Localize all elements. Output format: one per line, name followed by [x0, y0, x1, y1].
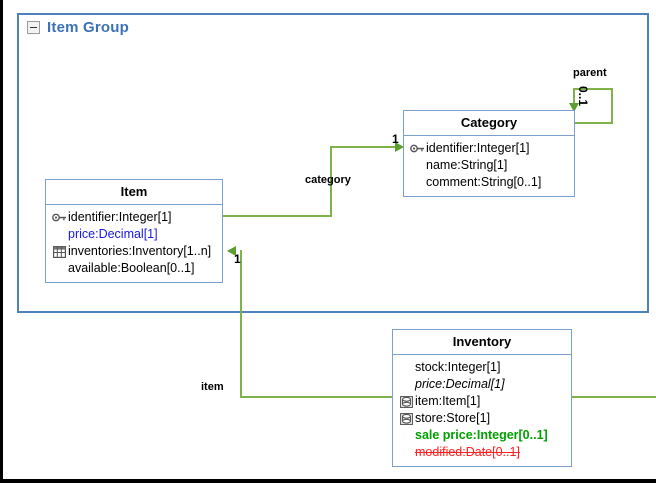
parent-edge-seg-top: [573, 88, 613, 90]
attribute-row[interactable]: item:Item[1]: [397, 393, 567, 410]
key-icon: [408, 142, 426, 156]
no-icon: [408, 159, 426, 173]
parent-association-label: parent: [573, 67, 607, 79]
attribute-row[interactable]: available:Boolean[0..1]: [50, 260, 218, 277]
attribute-text: identifier:Integer[1]: [68, 210, 172, 224]
uml-class-item[interactable]: Item identifier:Integer[1] price:Decimal…: [45, 179, 223, 283]
link-icon: [397, 412, 415, 426]
no-icon: [408, 176, 426, 190]
attribute-text: price:Decimal[1]: [68, 227, 158, 241]
uml-class-inventory[interactable]: Inventory stock:Integer[1] price:Decimal…: [392, 329, 572, 467]
no-icon: [397, 446, 415, 460]
minus-box-icon[interactable]: [27, 21, 40, 34]
attribute-text: price:Decimal[1]: [415, 377, 505, 391]
attribute-text: stock:Integer[1]: [415, 360, 501, 374]
parent-arrowhead: [569, 103, 579, 112]
item-group-package-frame[interactable]: [17, 13, 649, 313]
category-association-label: category: [305, 174, 351, 186]
uml-class-category[interactable]: Category identifier:Integer[1] name:Stri…: [403, 110, 575, 197]
attribute-row[interactable]: store:Store[1]: [397, 410, 567, 427]
item-edge-seg-right-tail: [571, 396, 656, 398]
no-icon: [50, 228, 68, 242]
attribute-text: item:Item[1]: [415, 394, 481, 408]
no-icon: [50, 262, 68, 276]
attribute-text: comment:String[0..1]: [426, 175, 542, 189]
table-icon: [50, 245, 68, 259]
item-edge-seg-to-inventory: [240, 396, 392, 398]
item-edge-seg-vertical: [240, 250, 242, 398]
attribute-row[interactable]: identifier:Integer[1]: [408, 140, 570, 157]
attribute-text: store:Store[1]: [415, 411, 491, 425]
key-icon: [50, 211, 68, 225]
category-edge-seg-from-item: [222, 215, 332, 217]
attribute-text: inventories:Inventory[1..n]: [68, 244, 212, 258]
item-multiplicity-label: 1: [234, 252, 241, 266]
attribute-row[interactable]: modified:Date[0..1]: [397, 444, 567, 461]
uml-class-category-attributes: identifier:Integer[1] name:String[1] com…: [404, 136, 574, 196]
attribute-text: identifier:Integer[1]: [426, 141, 530, 155]
category-edge-seg-to-category: [330, 146, 400, 148]
attribute-text: sale price:Integer[0..1]: [415, 428, 548, 442]
attribute-row[interactable]: stock:Integer[1]: [397, 359, 567, 376]
uml-class-inventory-title: Inventory: [393, 330, 571, 355]
attribute-text: modified:Date[0..1]: [415, 445, 520, 459]
attribute-row[interactable]: price:Decimal[1]: [50, 226, 218, 243]
attribute-text: available:Boolean[0..1]: [68, 261, 195, 275]
uml-class-inventory-attributes: stock:Integer[1] price:Decimal[1] item:I: [393, 355, 571, 466]
parent-edge-seg-right: [575, 122, 613, 124]
parent-edge-seg-vertical-left: [573, 88, 575, 108]
no-icon: [397, 361, 415, 375]
parent-edge-seg-vertical-right: [611, 88, 613, 124]
no-icon: [397, 429, 415, 443]
item-association-label: item: [201, 381, 224, 393]
item-group-header[interactable]: Item Group: [27, 19, 129, 36]
category-edge-seg-vertical: [330, 146, 332, 217]
uml-class-item-attributes: identifier:Integer[1] price:Decimal[1] i: [46, 205, 222, 282]
uml-class-item-title: Item: [46, 180, 222, 205]
no-icon: [397, 378, 415, 392]
attribute-row[interactable]: price:Decimal[1]: [397, 376, 567, 393]
attribute-text: name:String[1]: [426, 158, 508, 172]
parent-multiplicity-label: 0..1: [576, 86, 590, 107]
category-arrowhead: [395, 142, 404, 152]
attribute-row[interactable]: name:String[1]: [408, 157, 570, 174]
uml-class-category-title: Category: [404, 111, 574, 136]
attribute-row[interactable]: inventories:Inventory[1..n]: [50, 243, 218, 260]
link-icon: [397, 395, 415, 409]
category-multiplicity-label: 1: [392, 132, 399, 146]
attribute-row[interactable]: comment:String[0..1]: [408, 174, 570, 191]
item-arrowhead: [227, 246, 236, 256]
attribute-row[interactable]: sale price:Integer[0..1]: [397, 427, 567, 444]
attribute-row[interactable]: identifier:Integer[1]: [50, 209, 218, 226]
item-group-title: Item Group: [47, 19, 130, 36]
